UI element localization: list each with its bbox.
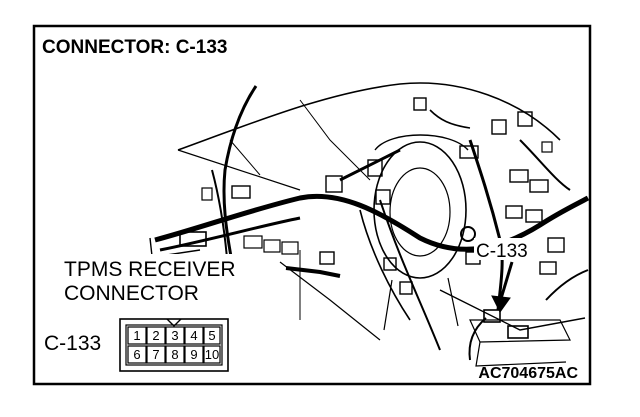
dashboard-wiring-illustration [149,82,590,367]
receiver-label-line1: TPMS RECEIVER [64,258,236,281]
pinout-connector-label: C-133 [44,332,101,355]
pin-number: 3 [171,328,178,343]
pin-number: 9 [190,347,197,362]
callout-arrow-head [491,295,511,313]
callout-label-bg [474,238,544,260]
pin-row-top [127,326,221,345]
diagram-title: CONNECTOR: C-133 [42,37,227,58]
pin-number: 5 [208,328,215,343]
receiver-label-line2: CONNECTOR [64,282,199,305]
figure-frame [32,24,592,386]
pin-number: 6 [133,347,140,362]
pin-row-bottom [127,345,221,364]
receiver-label-bg [62,254,272,304]
pin-number: 10 [205,347,219,362]
pin-number: 8 [171,347,178,362]
pin-number: 7 [152,347,159,362]
pin-number: 2 [152,328,159,343]
pin-number: 4 [190,328,197,343]
callout-arrow [498,261,514,303]
pin-numbers: 1 2 3 4 5 6 7 8 9 10 [133,328,219,362]
figure-code: AC704675AC [478,365,578,382]
pinout-diagram [119,318,229,372]
callout-connector-label: C-133 [476,241,528,262]
pin-number: 1 [133,328,140,343]
